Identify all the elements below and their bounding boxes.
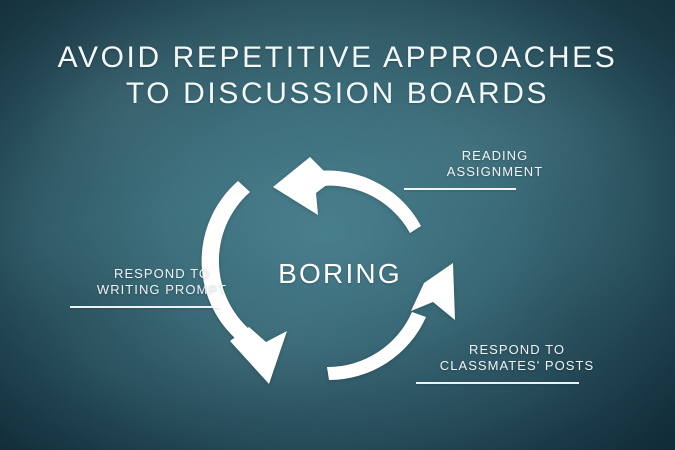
callout-reading-assignment: READING ASSIGNMENT bbox=[400, 148, 590, 190]
cycle-center-label: BORING bbox=[278, 258, 402, 289]
callout-reading-assignment-rule bbox=[404, 188, 516, 190]
cycle-arrow-segment-top bbox=[273, 157, 421, 233]
page-title: AVOID REPETITIVE APPROACHES TO DISCUSSIO… bbox=[57, 41, 618, 110]
cycle-diagram bbox=[201, 145, 475, 410]
callout-respond-writing-prompt-rule bbox=[70, 306, 220, 308]
callout-respond-writing-prompt-label: RESPOND TO WRITING PROMPT bbox=[96, 266, 228, 297]
cycle-arrow-segment-left bbox=[201, 181, 287, 384]
callout-respond-writing-prompt: RESPOND TO WRITING PROMPT bbox=[62, 266, 262, 308]
callout-respond-classmates-posts-rule bbox=[416, 382, 579, 384]
callout-respond-classmates-posts: RESPOND TO CLASSMATES' POSTS bbox=[412, 342, 622, 384]
callout-reading-assignment-label: READING ASSIGNMENT bbox=[446, 148, 544, 179]
callout-respond-classmates-posts-label: RESPOND TO CLASSMATES' POSTS bbox=[439, 342, 595, 373]
cycle-arrow-segment-right bbox=[327, 263, 455, 381]
